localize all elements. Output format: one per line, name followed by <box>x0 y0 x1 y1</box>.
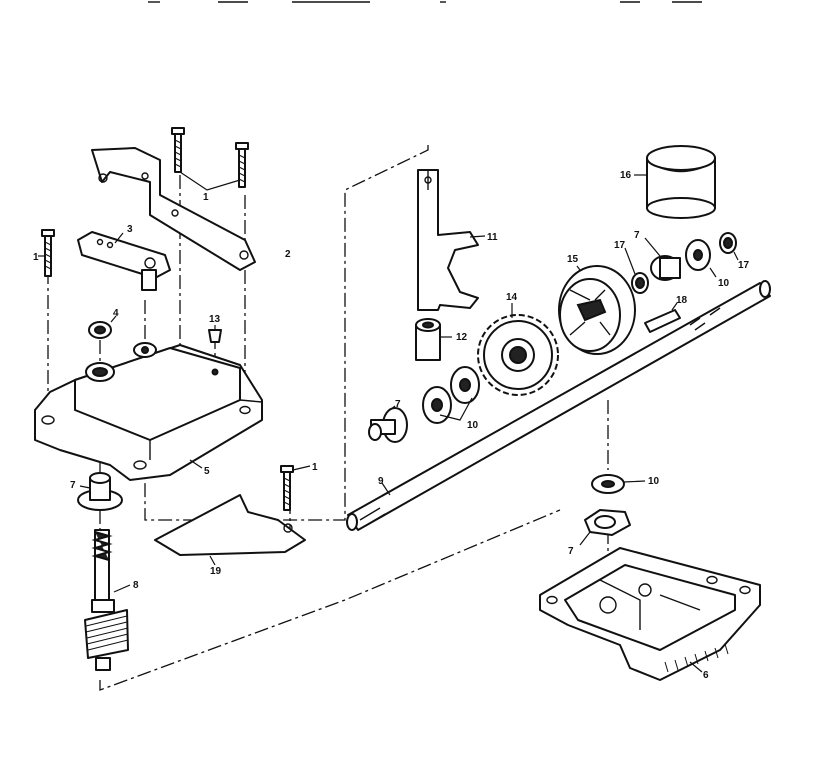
key-part-18 <box>644 302 681 333</box>
callout-17b: 17 <box>738 260 750 271</box>
callout-11: 11 <box>487 232 498 243</box>
washer-part-10-right <box>591 474 646 494</box>
callout-8: 8 <box>133 580 139 591</box>
callout-1b: 1 <box>33 252 39 263</box>
bushing-part-7-left <box>77 472 123 511</box>
screw-part-1-lower <box>280 465 311 511</box>
callout-7c: 7 <box>634 230 640 241</box>
callout-4: 4 <box>113 308 119 319</box>
housing-cover-part-5 <box>34 342 263 481</box>
screw-part-1-left <box>38 229 55 277</box>
bushing-part-7-center <box>368 405 408 443</box>
gear-part-14 <box>477 303 559 396</box>
callout-10a: 10 <box>467 420 479 431</box>
clutch-part-15 <box>558 265 636 355</box>
callout-17a: 17 <box>614 240 626 251</box>
washer-part-4 <box>88 315 117 339</box>
plug-part-13 <box>208 325 222 343</box>
callout-19: 19 <box>210 566 222 577</box>
bushing-part-7-right <box>579 509 631 546</box>
callout-1c: 1 <box>312 462 318 473</box>
callout-6: 6 <box>703 670 709 681</box>
screws-part-1-top <box>171 127 249 191</box>
callout-7b: 7 <box>395 399 401 410</box>
callout-labels: 1 1 1 2 3 4 5 6 7 7 7 7 8 9 10 10 10 11 … <box>33 170 750 681</box>
callout-7d: 7 <box>568 546 574 557</box>
bracket-part-2 <box>91 147 256 271</box>
plate-part-19 <box>154 494 306 566</box>
axle-shaft-part-9 <box>346 280 771 531</box>
washers-part-10-left <box>422 366 480 424</box>
callout-12: 12 <box>456 332 468 343</box>
sleeve-part-16 <box>634 145 716 219</box>
spacer-part-12 <box>415 318 452 361</box>
callout-1a: 1 <box>203 192 209 203</box>
callout-14: 14 <box>506 292 518 303</box>
callout-10c: 10 <box>648 476 660 487</box>
callout-5: 5 <box>204 466 210 477</box>
right-cluster-parts <box>624 232 739 294</box>
lever-part-3 <box>77 231 171 291</box>
callout-13: 13 <box>209 314 221 325</box>
callout-15: 15 <box>567 254 579 265</box>
callout-9: 9 <box>378 476 384 487</box>
callout-2: 2 <box>285 249 291 260</box>
callout-18: 18 <box>676 295 688 306</box>
shift-fork-part-11 <box>417 169 486 311</box>
callout-16: 16 <box>620 170 632 181</box>
callout-10b: 10 <box>718 278 730 289</box>
lower-housing-part-6 <box>539 547 761 681</box>
callout-7a: 7 <box>70 480 76 491</box>
worm-shaft-part-8 <box>84 529 131 671</box>
callout-3: 3 <box>127 224 133 235</box>
